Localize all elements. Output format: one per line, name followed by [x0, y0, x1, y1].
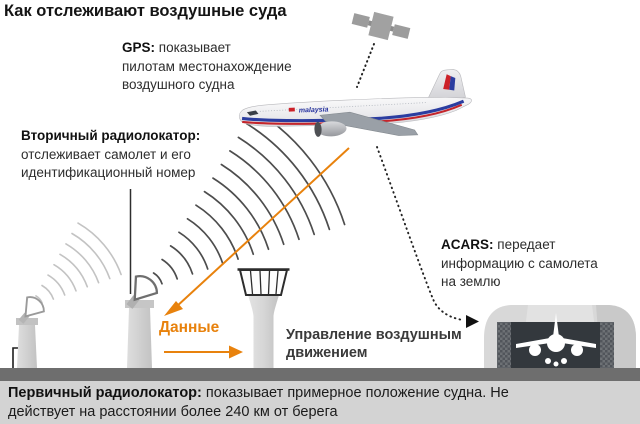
- acars-dotted-arrow-icon: [376, 146, 479, 328]
- hangar-airplane-silhouette-icon: [516, 313, 596, 367]
- gps-note: GPS: показывает пилотам местонахождение …: [122, 39, 292, 95]
- airline-flag-icon: [288, 107, 295, 112]
- primary-radar-note: Первичный радиолокатор: показывает приме…: [8, 384, 509, 422]
- acars-term: ACARS:: [441, 237, 494, 252]
- data-to-atc-arrow-icon: [164, 345, 243, 359]
- primary-radar-desc: показывает примерное положение судна. Не…: [8, 385, 509, 420]
- radar-tower-left-icon: [16, 296, 45, 368]
- hangar-icon: [484, 305, 636, 370]
- satellite-icon: [351, 11, 411, 41]
- secondary-radar-note: Вторичный радиолокатор: отслеживает само…: [21, 127, 200, 183]
- secondary-radar-desc: отслеживает самолет и его идентификацион…: [21, 146, 196, 181]
- airline-titles-text: malaysia: [299, 106, 329, 114]
- acars-desc: передает информацию с самолета на землю: [441, 237, 598, 289]
- acars-note: ACARS: передает информацию с самолета на…: [441, 236, 598, 292]
- satellite-downlink-dotted-line: [356, 43, 375, 88]
- page-title: Как отслеживают воздушные суда: [4, 2, 287, 20]
- ground-bar: [0, 368, 640, 381]
- data-label: Данные: [159, 319, 220, 336]
- atc-label: Управление воздушным движением: [286, 327, 462, 361]
- airplane-icon: malaysia: [238, 69, 472, 137]
- gps-desc: показывает пилотам местонахождение возду…: [122, 40, 292, 92]
- caption-panel: [0, 381, 640, 424]
- radar-tower-secondary-icon: [125, 275, 159, 368]
- secondary-radar-term: Вторичный радиолокатор:: [21, 128, 201, 143]
- radar-waves-light-icon: [35, 222, 122, 304]
- gps-term: GPS:: [122, 40, 156, 55]
- control-tower-icon: [237, 268, 290, 368]
- data-downlink-arrow-icon: [164, 147, 350, 316]
- primary-radar-term: Первичный радиолокатор:: [8, 385, 202, 401]
- radar-waves-dark-icon: [152, 109, 346, 285]
